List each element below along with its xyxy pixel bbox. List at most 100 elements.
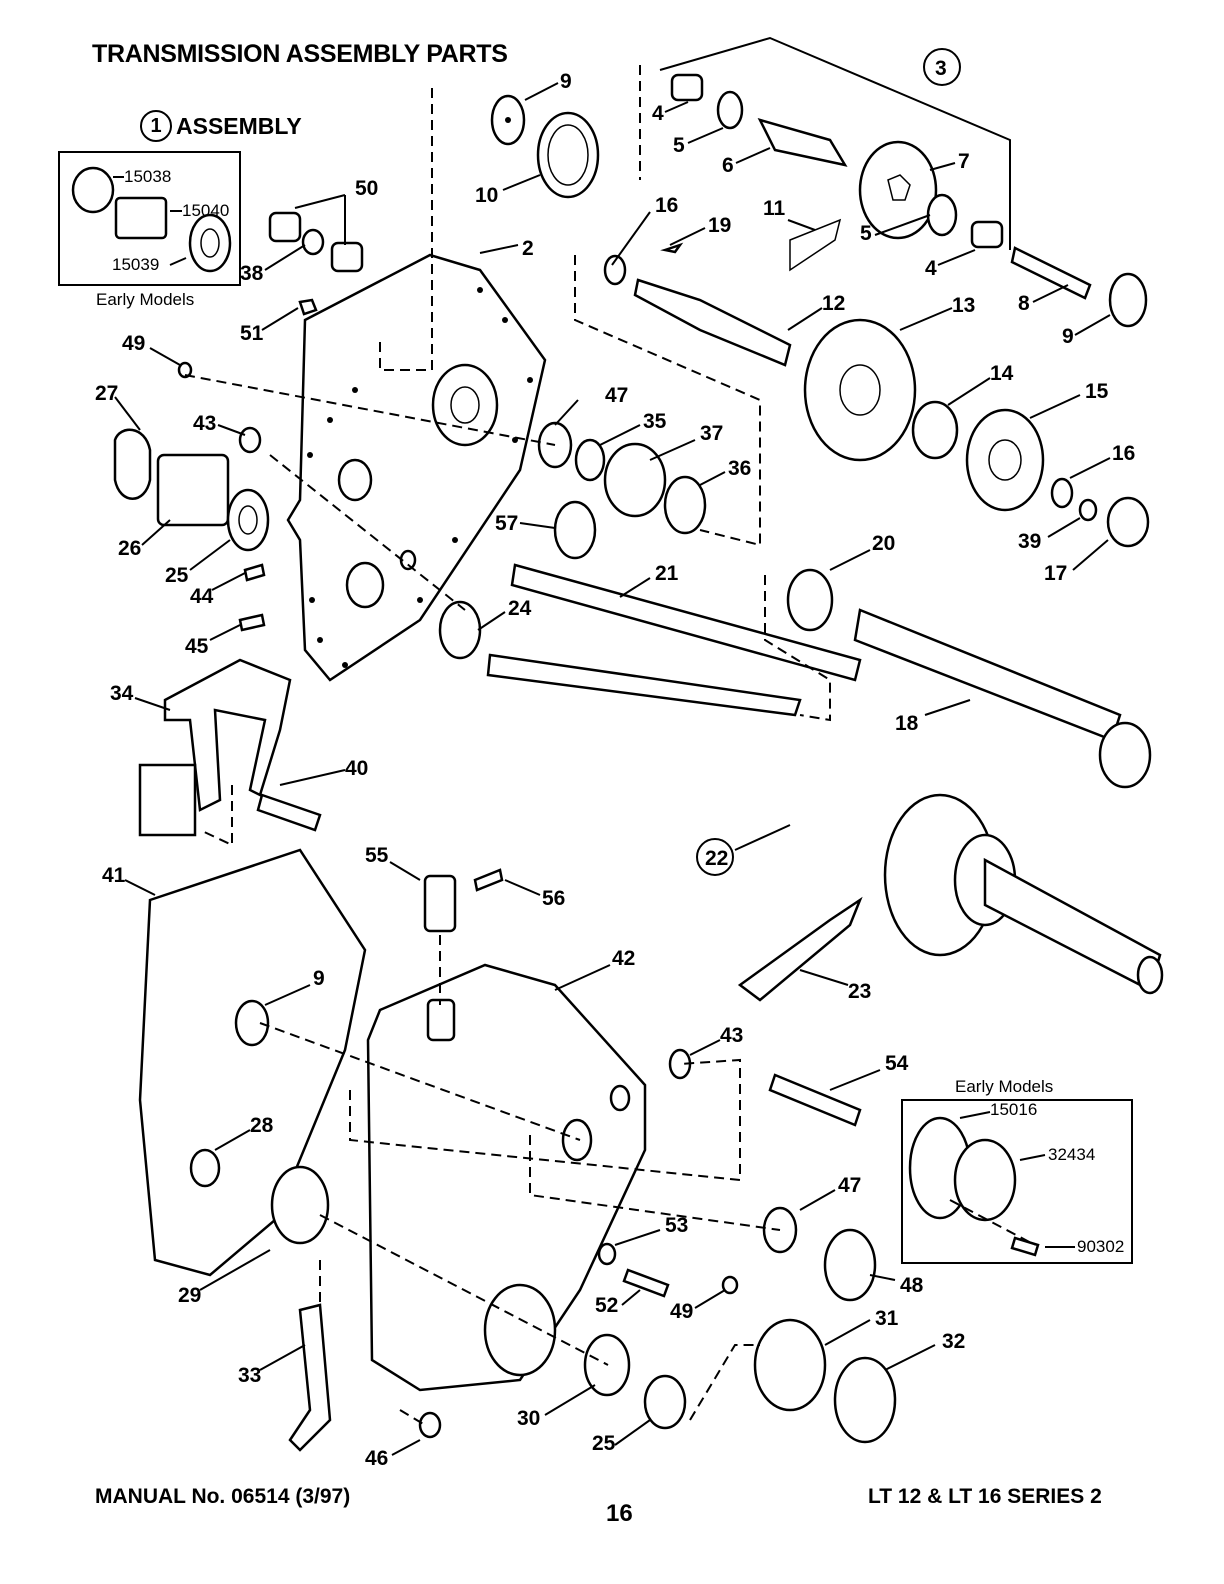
coupling-55	[423, 874, 457, 933]
callout-9c: 9	[313, 967, 325, 990]
callout-40: 40	[345, 757, 368, 780]
callout-15: 15	[1085, 380, 1109, 403]
callout-49a: 49	[122, 332, 145, 355]
ring-5-top	[716, 90, 744, 130]
shaft-12	[633, 278, 792, 367]
callout-23: 23	[848, 980, 871, 1003]
bearing-17	[1106, 496, 1150, 548]
callout-2: 2	[522, 237, 534, 260]
footer-series: LT 12 & LT 16 SERIES 2	[868, 1485, 1102, 1508]
washer-53	[597, 1242, 617, 1266]
bearing-29	[270, 1165, 330, 1245]
callout-39: 39	[1018, 530, 1041, 553]
callout-10: 10	[475, 184, 498, 207]
callout-19: 19	[708, 214, 731, 237]
callout-24: 24	[508, 597, 532, 620]
gasket-57	[553, 500, 597, 560]
callout-48: 48	[900, 1274, 924, 1297]
sprocket-7	[858, 140, 938, 240]
callout-42: 42	[612, 947, 635, 970]
bushing-26	[156, 453, 230, 527]
cap-48	[823, 1228, 877, 1302]
part-number-15039: 15039	[112, 255, 159, 274]
callout-26: 26	[118, 537, 141, 560]
bushing-31	[753, 1318, 827, 1412]
callout-6: 6	[722, 154, 734, 177]
nut-49-top	[177, 361, 193, 379]
callout-17: 17	[1044, 562, 1067, 585]
ring-lower-small	[609, 1084, 631, 1112]
callout-28: 28	[250, 1114, 274, 1137]
callout-29: 29	[178, 1284, 201, 1307]
callout-14: 14	[990, 362, 1014, 385]
callout-47a: 47	[605, 384, 628, 407]
part-number-90302: 90302	[1077, 1237, 1124, 1256]
plug-43	[238, 426, 262, 454]
washer-9-right	[1108, 272, 1148, 328]
shaft-8	[1010, 246, 1092, 300]
callout-51: 51	[240, 322, 264, 345]
assembly-number-circle: 1	[140, 110, 172, 142]
callout-34: 34	[110, 682, 134, 705]
shift-block-34	[138, 763, 197, 837]
washer-20	[786, 568, 834, 632]
callout-20: 20	[872, 532, 895, 555]
part-number-15016: 15016	[990, 1100, 1037, 1119]
callout-13: 13	[952, 294, 975, 317]
part-number-15038: 15038	[124, 167, 171, 186]
callout-57: 57	[495, 512, 518, 535]
bearing-36	[663, 475, 707, 535]
bushing-50a	[268, 211, 302, 243]
rod-21	[510, 563, 862, 682]
callout-numbers: 3 9 10 4 5 6 7 11 5 4 8 9 16 19 12 13 14…	[95, 57, 1135, 1470]
callout-45: 45	[185, 635, 209, 658]
callout-5b: 5	[860, 222, 872, 245]
gear-13	[803, 318, 917, 462]
screw-45	[238, 613, 266, 632]
clamp-15038	[71, 166, 115, 214]
bearing-flange-32434	[953, 1138, 1017, 1222]
bearing-4-right	[970, 220, 1004, 249]
callout-21: 21	[655, 562, 679, 585]
callout-7: 7	[958, 150, 970, 173]
footer-manual-number: MANUAL No. 06514 (3/97)	[95, 1485, 351, 1508]
callout-5a: 5	[673, 134, 685, 157]
callout-44: 44	[190, 585, 214, 608]
bearing-4-top	[670, 73, 704, 102]
callout-9a: 9	[560, 70, 572, 93]
callout-16b: 16	[1112, 442, 1135, 465]
rod-22-shaft	[486, 653, 802, 717]
chain-11	[789, 218, 842, 272]
key-19	[660, 242, 684, 254]
callout-27: 27	[95, 382, 118, 405]
callout-35: 35	[643, 410, 667, 433]
hex-shaft-6	[757, 118, 848, 167]
callout-31: 31	[875, 1307, 899, 1330]
ring-5-right	[926, 193, 958, 237]
inset-bottom-right: 15016 32434 90302	[901, 1099, 1133, 1264]
callout-32: 32	[942, 1330, 965, 1353]
callout-16a: 16	[655, 194, 678, 217]
callout-25b: 25	[592, 1432, 616, 1455]
callout-43a: 43	[193, 412, 216, 435]
leader-lines	[114, 82, 1111, 1456]
washer-16-right	[1050, 477, 1074, 509]
callout-18: 18	[895, 712, 919, 735]
clamp-27	[113, 428, 152, 500]
callout-22: 22	[705, 847, 728, 870]
callout-55: 55	[365, 844, 389, 867]
seal-35	[574, 438, 606, 482]
middle-group	[113, 211, 1152, 789]
callout-53: 53	[665, 1214, 688, 1237]
housing-plate-2	[286, 253, 547, 682]
flange-37	[603, 442, 667, 518]
page-title: TRANSMISSION ASSEMBLY PARTS	[92, 40, 508, 68]
callout-43b: 43	[720, 1024, 743, 1047]
inset-top-left: 15038 15040 15039	[58, 151, 241, 286]
footer-page-number: 16	[606, 1500, 633, 1527]
callout-36: 36	[728, 457, 751, 480]
bearing-25	[226, 488, 270, 552]
callout-37: 37	[700, 422, 723, 445]
